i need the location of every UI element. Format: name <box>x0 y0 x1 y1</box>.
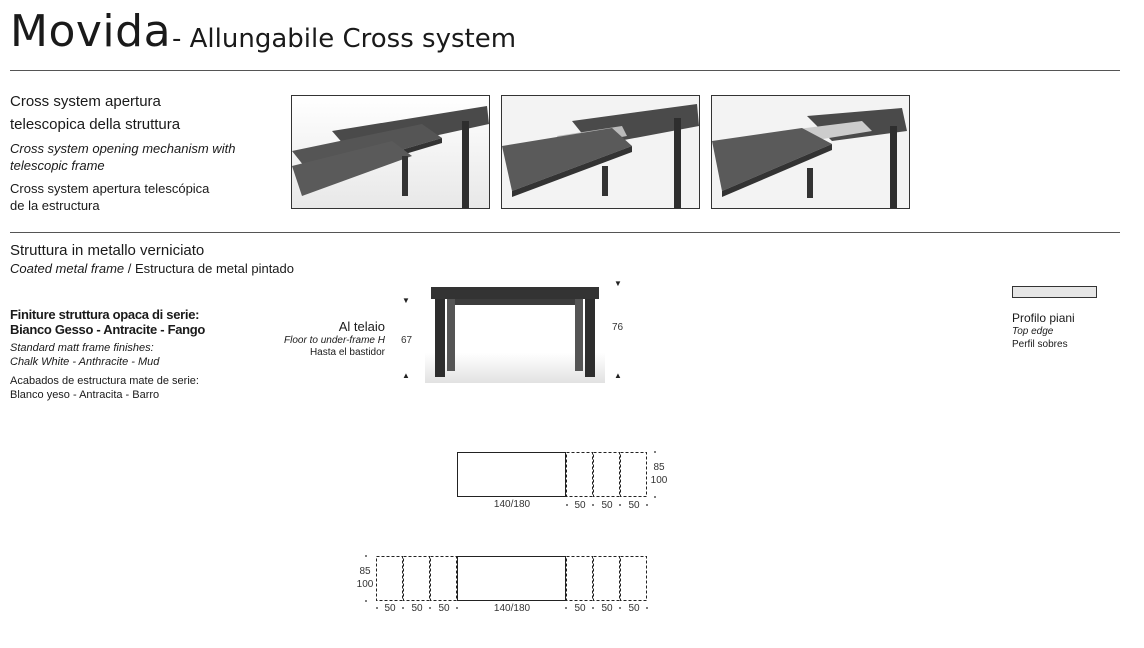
d2-right-extension-3: 50 <box>628 603 640 614</box>
finishes-heading-es: Acabados de estructura mate de serie: <box>10 375 199 387</box>
under-frame-arrow-bottom: ▲ <box>402 371 410 380</box>
product-subtitle: - Allungabile Cross system <box>172 24 517 54</box>
product-title: Movida <box>10 6 172 57</box>
d2-left-extension-1: 50 <box>384 603 396 614</box>
section2-separator: / <box>124 261 136 276</box>
finishes-heading-it: Finiture struttura opaca di serie: <box>10 307 200 322</box>
section2-title-es: Estructura de metal pintado <box>135 261 294 276</box>
section1-title-es-line2: de la estructura <box>10 198 100 213</box>
d2-depth-85: 85 <box>359 566 371 577</box>
top-profile-label-es: Perfil sobres <box>1012 339 1068 350</box>
under-frame-arrow-top: ▼ <box>402 296 410 305</box>
d2-left-extension-2: 50 <box>411 603 423 614</box>
mechanism-photo-opening <box>501 95 700 209</box>
mechanism-photo-closed <box>291 95 490 209</box>
d1-extension-2: 50 <box>601 500 613 511</box>
total-height-arrow-top: ▼ <box>614 279 622 288</box>
d1-main-length: 140/180 <box>493 499 531 510</box>
top-profile-label-it: Profilo piani <box>1012 311 1075 325</box>
d2-right-extension-1: 50 <box>574 603 586 614</box>
frame-height-label-es: Hasta el bastidor <box>309 347 385 358</box>
under-frame-height-value: 67 <box>401 335 413 346</box>
section1-title-es-line1: Cross system apertura telescópica <box>10 181 210 196</box>
d2-left-extension-3: 50 <box>438 603 450 614</box>
section1-title-it-line2: telescopica della struttura <box>10 116 181 133</box>
section1-title-en-line2: telescopic frame <box>10 158 105 173</box>
d2-depth-100: 100 <box>356 579 374 590</box>
d1-depth-100: 100 <box>650 475 668 486</box>
section2-title-it: Struttura in metallo verniciato <box>10 242 205 259</box>
extension-diagram-two-sides <box>360 549 660 619</box>
finishes-colors-it: Bianco Gesso - Antracite - Fango <box>10 322 206 337</box>
table-front-drawing <box>425 283 605 383</box>
extension-diagram-one-side <box>450 445 670 517</box>
frame-height-label-it: Al telaio <box>338 319 385 334</box>
d1-depth-85: 85 <box>653 462 665 473</box>
d1-extension-3: 50 <box>628 500 640 511</box>
section-divider <box>10 232 1120 233</box>
section2-subtitle: Coated metal frame / Estructura de metal… <box>10 260 294 277</box>
d1-extension-1: 50 <box>574 500 586 511</box>
top-profile-label-en: Top edge <box>1012 326 1054 337</box>
total-height-arrow-bottom: ▲ <box>614 371 622 380</box>
d2-main-length: 140/180 <box>493 603 531 614</box>
top-edge-profile-swatch <box>1012 286 1097 298</box>
finishes-colors-es: Blanco yeso - Antracita - Barro <box>10 389 160 401</box>
section2-title-en: Coated metal frame <box>10 261 125 276</box>
header-divider <box>10 70 1120 71</box>
section1-title-en-line1: Cross system opening mechanism with <box>10 141 236 156</box>
finishes-colors-en: Chalk White - Anthracite - Mud <box>10 356 160 368</box>
frame-height-label-en: Floor to under-frame H <box>284 335 385 346</box>
section1-title-it-line1: Cross system apertura <box>10 93 161 110</box>
total-height-value: 76 <box>612 322 624 333</box>
finishes-heading-en: Standard matt frame finishes: <box>10 342 154 354</box>
mechanism-photo-open <box>711 95 910 209</box>
d2-right-extension-2: 50 <box>601 603 613 614</box>
